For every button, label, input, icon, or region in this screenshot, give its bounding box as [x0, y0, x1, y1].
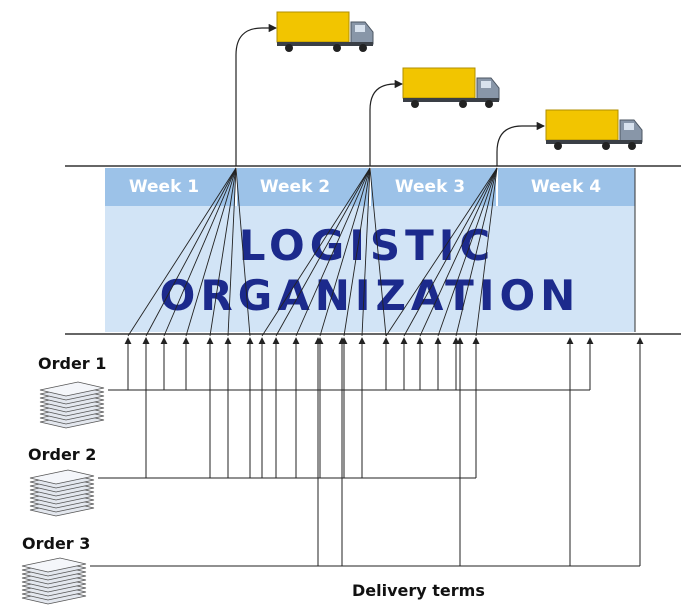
order-connectors: [90, 337, 644, 567]
fan-line: [295, 167, 371, 337]
truck-curve-2: [369, 79, 404, 166]
fan-line: [343, 167, 371, 337]
paper-stacks: [21, 381, 105, 605]
fan-line: [419, 167, 498, 337]
truck-icon: [545, 109, 643, 150]
fan-line: [403, 167, 498, 337]
truck-icon: [276, 11, 374, 52]
truck-curves: [235, 23, 546, 166]
fan-line: [261, 167, 371, 337]
title-line-1: LOGISTIC: [239, 221, 495, 270]
week-2-label: Week 2: [260, 177, 330, 197]
fan-line: [361, 167, 371, 337]
truck-icon: [402, 67, 500, 108]
truck-curve-1: [235, 23, 278, 166]
fan-line: [209, 167, 237, 337]
fan-line: [319, 167, 371, 337]
paper-stack-icon: [21, 557, 87, 605]
fan-line: [185, 167, 237, 337]
paper-sheet: [29, 469, 95, 485]
fan-line: [145, 167, 237, 337]
truck-curve-3: [496, 121, 546, 166]
fan-line: [163, 167, 237, 337]
title-line-2: ORGANIZATION: [160, 271, 581, 320]
fan-lines: [127, 167, 498, 337]
fan-line: [437, 167, 498, 337]
order-3-label: Order 3: [22, 534, 90, 553]
paper-stack-icon: [39, 381, 105, 429]
fan-line: [369, 167, 387, 337]
fan-line: [235, 167, 251, 337]
fan-line: [475, 167, 498, 337]
fan-line: [455, 167, 498, 337]
order-1-label: Order 1: [38, 354, 106, 373]
fan-line: [275, 167, 371, 337]
fan-line: [127, 167, 237, 337]
fan-line: [227, 167, 237, 337]
paper-stack-icon: [29, 469, 95, 517]
paper-sheet: [21, 557, 87, 573]
week-4-label: Week 4: [531, 177, 601, 197]
week-3-label: Week 3: [395, 177, 465, 197]
order-2-label: Order 2: [28, 445, 96, 464]
week-1-label: Week 1: [129, 177, 199, 197]
fan-line: [385, 167, 498, 337]
paper-sheet: [39, 381, 105, 397]
delivery-terms-label: Delivery terms: [352, 581, 485, 600]
